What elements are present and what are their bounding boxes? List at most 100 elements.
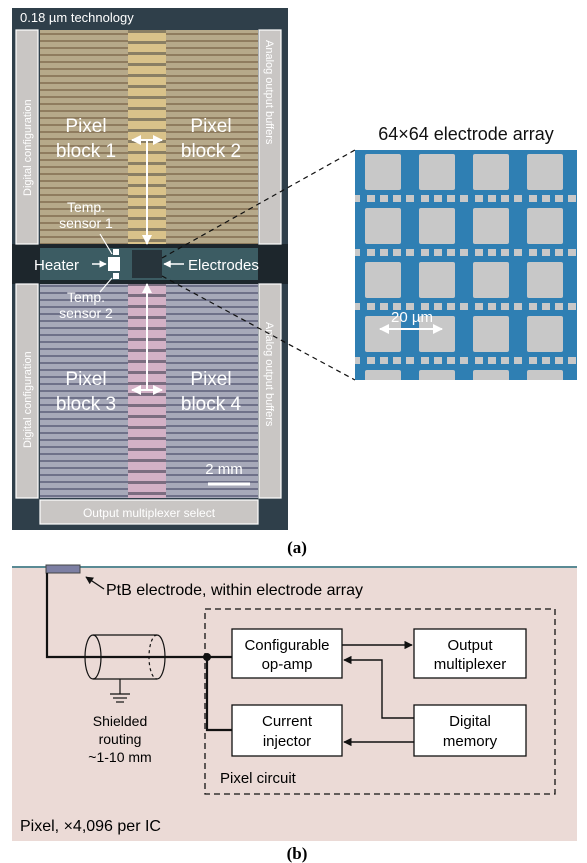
wire-junction: [203, 653, 211, 661]
electrode-trace: [555, 357, 563, 364]
electrode-trace: [367, 303, 375, 310]
input-wire: [45, 573, 232, 659]
digital-memory-line2: memory: [443, 733, 498, 750]
temp-sensor-1-element: [113, 249, 119, 255]
electrode-trace: [529, 195, 537, 202]
electrode-trace: [447, 357, 455, 364]
shielded-cable: [84, 634, 166, 703]
electrode-pad: [311, 208, 347, 244]
electrode-trace: [514, 195, 522, 202]
pixel-block-2-line2: block 2: [181, 141, 241, 162]
electrode-trace: [355, 249, 360, 256]
electrode-pad: [365, 262, 401, 298]
electrode-trace: [434, 411, 442, 418]
electrode-trace: [326, 195, 334, 202]
electrode-trace: [380, 249, 388, 256]
electrode-pad: [527, 370, 563, 380]
electrode-trace: [421, 411, 429, 418]
pixel-block-1-area: [40, 30, 128, 244]
output-mux-select-panel: [39, 499, 259, 525]
electrode-trace: [367, 195, 375, 202]
electrode-trace: [434, 249, 442, 256]
digital-memory-block: [413, 704, 527, 757]
temp-sensor-2-pointer: [99, 277, 113, 293]
electrode-trace: [393, 303, 401, 310]
electrode-trace: [380, 195, 388, 202]
pixel-block-2-area: [166, 30, 258, 244]
pixel-block-3-line2: block 3: [56, 394, 116, 415]
shielded-routing-line2: routing: [99, 731, 142, 747]
electrode-pad: [419, 370, 455, 380]
heater-element: [108, 257, 120, 271]
electrode-trace: [406, 411, 414, 418]
pixel-block-1-line2: block 1: [56, 141, 116, 162]
electrode-pad: [419, 262, 455, 298]
electrode-trace: [568, 411, 576, 418]
electrode-trace: [488, 303, 496, 310]
temp-sensor-2-line2: sensor 2: [59, 305, 113, 321]
heater-label: Heater: [34, 257, 79, 274]
electrode-trace: [393, 195, 401, 202]
electrode-trace: [339, 195, 347, 202]
electrode-trace: [421, 195, 429, 202]
electrode-trace: [568, 357, 576, 364]
configurable-opamp-line1: Configurable: [244, 637, 329, 654]
electrode-trace: [326, 141, 334, 148]
electrode-trace: [460, 249, 468, 256]
electrode-trace: [501, 249, 509, 256]
pixel-block-4-line2: block 4: [181, 394, 242, 415]
electrode-pad: [473, 262, 509, 298]
electrode-pad: [419, 208, 455, 244]
temp-sensor-2-element: [113, 273, 119, 279]
electrode-trace: [421, 303, 429, 310]
electrode-trace: [555, 141, 563, 148]
electrode-trace: [583, 195, 587, 202]
pixel-block-3-area: [40, 284, 128, 498]
electrode-trace: [326, 357, 334, 364]
electrode-trace: [339, 357, 347, 364]
electrode-trace: [367, 411, 375, 418]
temp-sensor-2-line1: Temp.: [67, 289, 105, 305]
electrode-pad: [581, 370, 587, 406]
electrode-trace: [355, 195, 360, 202]
electrode-trace: [313, 249, 321, 256]
electrode-pad: [581, 100, 587, 136]
electrode-array-die: [132, 250, 162, 278]
electrode-trace: [460, 195, 468, 202]
current-injector-block: [231, 704, 343, 757]
electrode-pad: [527, 262, 563, 298]
electrodes-label: Electrodes: [188, 257, 259, 274]
electrode-pad: [311, 316, 347, 352]
analog-buffers-top-panel: [258, 29, 282, 245]
electrode-trace: [555, 195, 563, 202]
inset-scale-label: 20 µm: [391, 309, 433, 326]
electrode-trace: [583, 249, 587, 256]
electrode-trace: [367, 141, 375, 148]
electrode-pad: [581, 208, 587, 244]
electrode-trace: [568, 249, 576, 256]
electrode-trace: [542, 357, 550, 364]
electrode-trace: [555, 249, 563, 256]
output-multiplexer-line1: Output: [447, 637, 493, 654]
pixel-block-2-line1: Pixel: [190, 116, 231, 137]
electrode-trace: [460, 303, 468, 310]
electrode-pad: [311, 100, 347, 136]
panel-b-background: [12, 567, 577, 841]
chip-micrograph: [12, 8, 288, 530]
electrode-trace: [406, 357, 414, 364]
electrode-trace: [475, 249, 483, 256]
electrode-trace: [339, 411, 347, 418]
zoom-lines: [161, 149, 356, 381]
electrode-pad: [527, 208, 563, 244]
electrode-trace: [529, 249, 537, 256]
electrode-trace: [542, 195, 550, 202]
electrode-trace: [529, 303, 537, 310]
electrode-pad: [311, 370, 347, 406]
output-multiplexer-block: [413, 628, 527, 679]
electrode-trace: [529, 357, 537, 364]
electrode-trace: [542, 303, 550, 310]
electrode-trace: [514, 303, 522, 310]
electrode-trace: [421, 249, 429, 256]
technology-label: 0.18 µm technology: [20, 10, 134, 25]
